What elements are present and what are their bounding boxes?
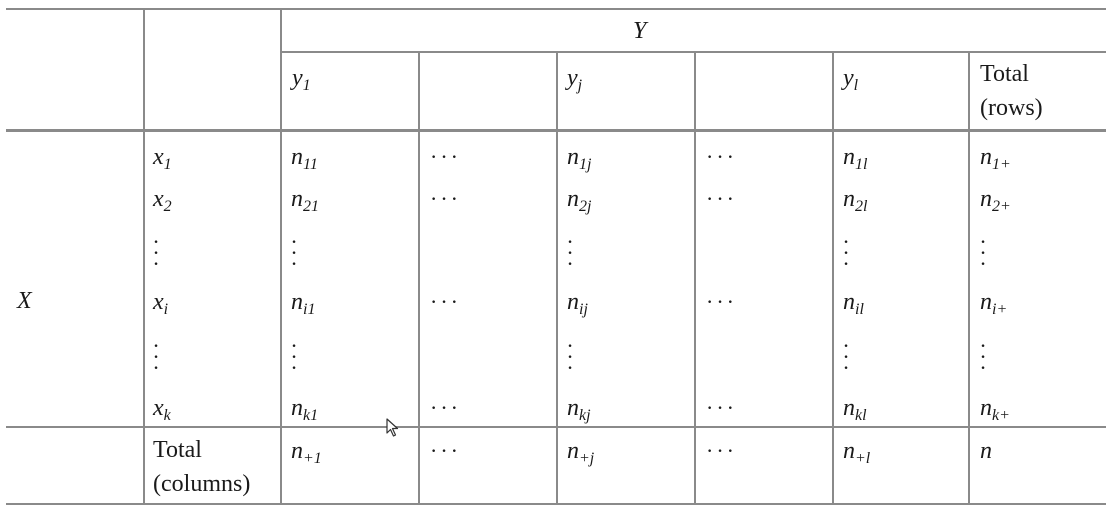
ellipsis: ··· bbox=[430, 144, 461, 169]
vertical-ellipsis: ··· bbox=[290, 229, 298, 276]
row-label-x2: x2 bbox=[153, 186, 172, 215]
vertical-ellipsis: ··· bbox=[566, 229, 574, 276]
cell-n1j: n1j bbox=[567, 144, 592, 173]
mouse-cursor-icon bbox=[386, 418, 399, 437]
row-label-x1: x1 bbox=[153, 144, 172, 173]
col-sep-5 bbox=[694, 52, 696, 505]
vertical-ellipsis: ··· bbox=[842, 333, 850, 380]
total-rows-header-line1: Total bbox=[980, 61, 1029, 87]
total-columns-label-line1: Total bbox=[153, 437, 202, 463]
ellipsis: ··· bbox=[706, 395, 737, 420]
col-sep-7 bbox=[968, 52, 970, 505]
col-header-yj: yj bbox=[567, 65, 583, 94]
cell-n1l: n1l bbox=[843, 144, 868, 173]
vertical-ellipsis: ··· bbox=[979, 229, 987, 276]
total-rows-header-line2: (rows) bbox=[980, 95, 1043, 121]
rule-top bbox=[6, 8, 1106, 10]
cell-nk1: nk1 bbox=[291, 395, 319, 424]
x-variable-label: X bbox=[17, 288, 32, 314]
row-label-xi: xi bbox=[153, 289, 169, 318]
cell-n2l: n2l bbox=[843, 186, 868, 215]
vertical-ellipsis: ··· bbox=[152, 333, 160, 380]
col-header-y1: y1 bbox=[292, 65, 311, 94]
ellipsis: ··· bbox=[430, 438, 461, 463]
ellipsis: ··· bbox=[706, 289, 737, 314]
col-sep-6 bbox=[832, 52, 834, 505]
ellipsis: ··· bbox=[430, 395, 461, 420]
ellipsis: ··· bbox=[430, 289, 461, 314]
cell-n21: n21 bbox=[291, 186, 319, 215]
cell-ni1: ni1 bbox=[291, 289, 316, 318]
cell-nplus1: n+1 bbox=[291, 438, 322, 467]
ellipsis: ··· bbox=[706, 144, 737, 169]
cell-nil: nil bbox=[843, 289, 864, 318]
cell-nkj: nkj bbox=[567, 395, 591, 424]
cell-n2j: n2j bbox=[567, 186, 592, 215]
ellipsis: ··· bbox=[706, 438, 737, 463]
total-columns-label-line2: (columns) bbox=[153, 471, 251, 497]
cell-n11: n11 bbox=[291, 144, 318, 173]
vertical-ellipsis: ··· bbox=[979, 333, 987, 380]
vertical-ellipsis: ··· bbox=[290, 333, 298, 380]
cell-nij: nij bbox=[567, 289, 588, 318]
y-variable-label: Y bbox=[633, 18, 647, 44]
col-sep-3 bbox=[418, 52, 420, 505]
row-label-xk: xk bbox=[153, 395, 171, 424]
cell-nkplus: nk+ bbox=[980, 395, 1010, 424]
vertical-ellipsis: ··· bbox=[152, 229, 160, 276]
cell-nplusj: n+j bbox=[567, 438, 595, 467]
ellipsis: ··· bbox=[706, 186, 737, 211]
col-sep-2 bbox=[280, 8, 282, 505]
cell-niplus: ni+ bbox=[980, 289, 1008, 318]
col-sep-1 bbox=[143, 8, 145, 505]
cell-grand-total: n bbox=[980, 438, 992, 464]
vertical-ellipsis: ··· bbox=[566, 333, 574, 380]
cell-n1plus: n1+ bbox=[980, 144, 1011, 173]
cell-n2plus: n2+ bbox=[980, 186, 1011, 215]
cell-nplusl: n+l bbox=[843, 438, 871, 467]
vertical-ellipsis: ··· bbox=[842, 229, 850, 276]
ellipsis: ··· bbox=[430, 186, 461, 211]
col-header-yl: yl bbox=[843, 65, 859, 94]
cell-nkl: nkl bbox=[843, 395, 867, 424]
col-sep-4 bbox=[556, 52, 558, 505]
